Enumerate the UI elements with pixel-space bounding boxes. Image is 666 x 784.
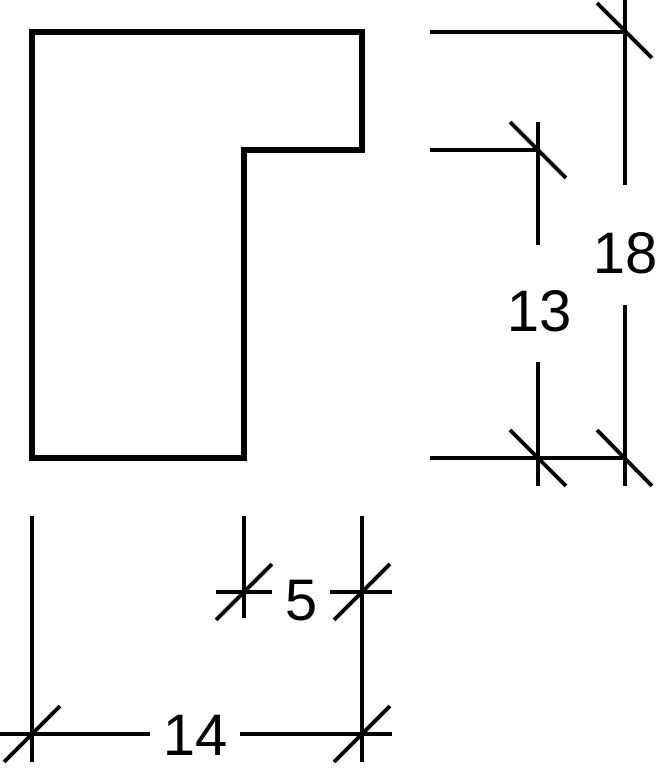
tick-13-bottom [508, 428, 568, 488]
dimension-label-5: 5 [285, 568, 317, 633]
tick-14-right [332, 704, 392, 764]
dimension-label-18: 18 [593, 221, 658, 286]
tick-14-left [2, 704, 62, 764]
dimension-label-14: 14 [163, 703, 228, 768]
tick-5-right [332, 562, 392, 622]
tick-5-left [214, 562, 274, 622]
tick-13-top [508, 120, 568, 180]
dimension-label-13: 13 [507, 279, 572, 344]
profile-outline [29, 29, 365, 461]
